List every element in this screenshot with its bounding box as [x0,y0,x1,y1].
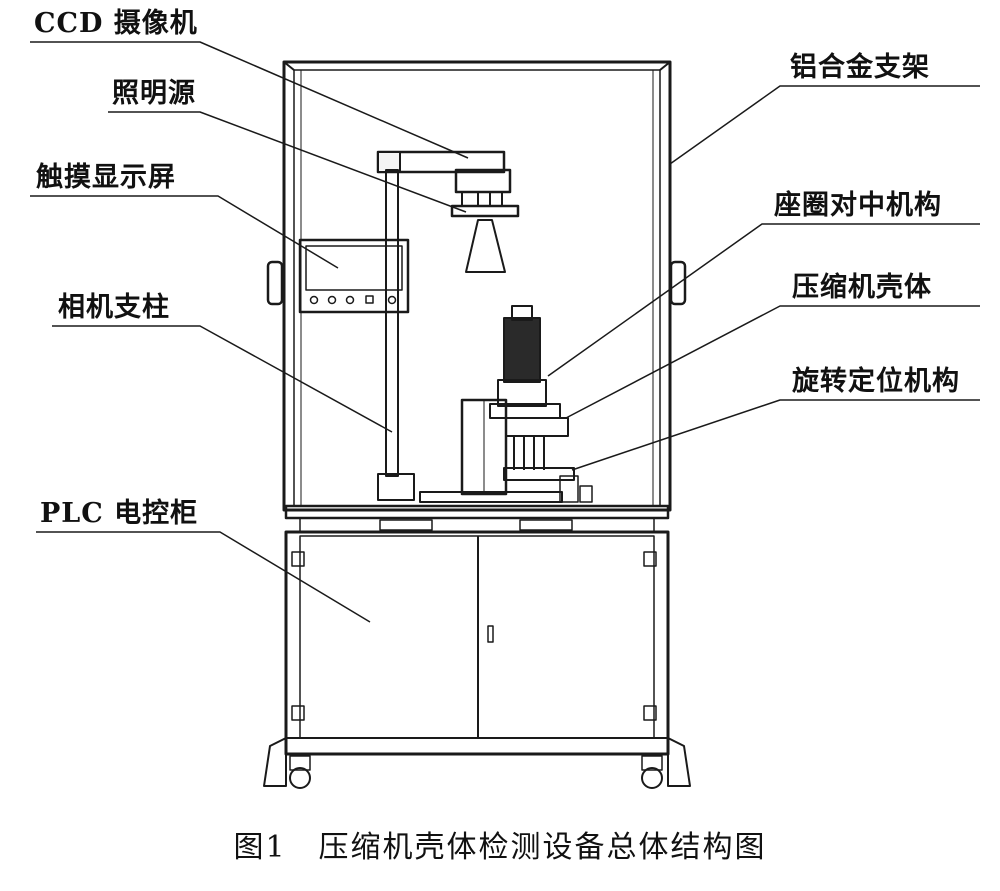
light-source [450,204,520,273]
camera-column [377,169,415,501]
label-aluminum-frame: 铝合金支架 [790,52,930,83]
inspection-mechanism [419,305,593,503]
label-compressor-shell: 压缩机壳体 [792,272,932,303]
label-light-source: 照明源 [112,78,196,109]
label-seat-centering: 座圈对中机构 [774,190,942,221]
touch-screen [298,238,410,314]
figure-caption: 图1 压缩机壳体检测设备总体结构图 [233,830,767,865]
label-camera-column: 相机支柱 [58,292,170,323]
label-plc-cabinet: PLC 电控柜 [40,498,199,529]
label-touch-screen: 触摸显示屏 [36,162,176,193]
label-ccd-camera: CCD 摄像机 [34,8,198,39]
aluminum-frame [266,60,687,512]
plc-cabinet [263,530,691,789]
leader-lines [30,41,980,623]
label-rotation-positioning: 旋转定位机构 [792,366,960,397]
ccd-camera-assembly [376,150,512,207]
